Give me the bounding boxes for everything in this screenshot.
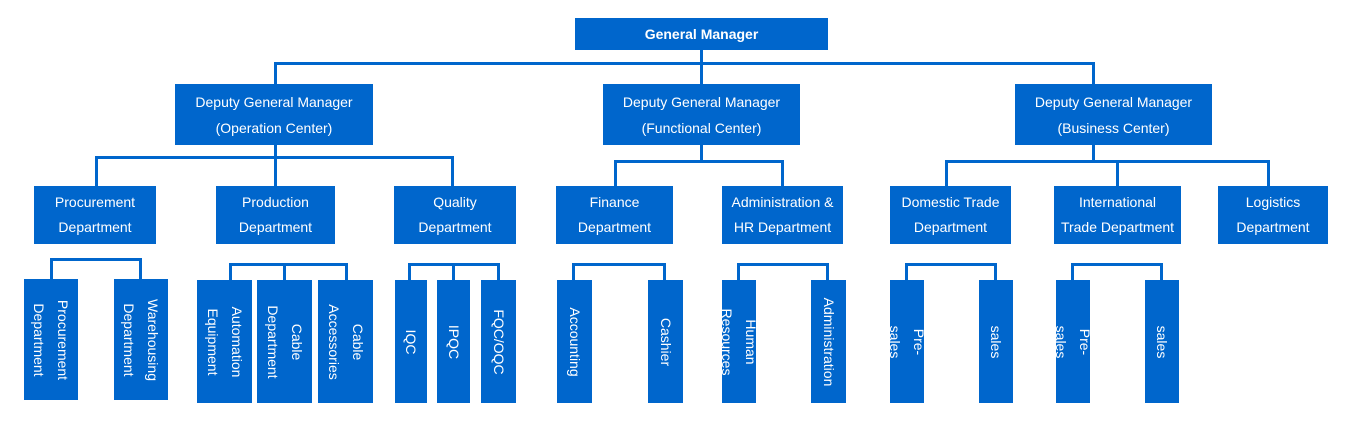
connector (700, 144, 703, 162)
administration-box: Administration (811, 280, 846, 403)
connector (274, 62, 277, 85)
international-trade-department-label: International Trade Department (1060, 194, 1175, 235)
domestic-after-sales-box: After-sales Service (964, 280, 1028, 403)
connector (700, 50, 703, 64)
procurement-department-box: Procurement Department (34, 186, 156, 244)
deputy-functional-label: Deputy General Manager (Functional Cente… (622, 93, 781, 136)
logistics-department-label: Logistics Department (1236, 194, 1310, 235)
production-department-box: Production Department (216, 186, 335, 244)
human-resources-label: Human Resources (719, 308, 759, 375)
fqc-oqc-box: FQC/OQC (481, 280, 516, 403)
deputy-operation-label: Deputy General Manager (Operation Center… (195, 93, 353, 136)
iqc-box: IQC (395, 280, 427, 403)
cashier-box: Cashier (648, 280, 683, 403)
domestic-trade-department-box: Domestic Trade Department (890, 186, 1011, 244)
fqc-oqc-label: FQC/OQC (490, 308, 507, 375)
domestic-pre-sales-box: Pre-sales (887, 280, 927, 403)
connector (614, 160, 617, 187)
connector (1071, 263, 1163, 266)
warehousing-unit-box: Warehousing Department (114, 279, 168, 400)
quality-department-label: Quality Department (418, 194, 492, 235)
connector (1092, 62, 1095, 85)
connector (945, 160, 1270, 163)
procurement-unit-box: Procurement Department (24, 279, 78, 400)
procurement-unit-label: Procurement Department (31, 299, 71, 380)
quality-department-box: Quality Department (394, 186, 516, 244)
connector (614, 160, 784, 163)
connector (497, 263, 500, 281)
admin-hr-department-box: Administration & HR Department (722, 186, 843, 244)
connector (945, 160, 948, 187)
connector (283, 263, 286, 281)
connector (1267, 160, 1270, 187)
connector (95, 156, 98, 187)
connector (572, 263, 666, 266)
connector (1071, 263, 1074, 281)
connector (50, 258, 142, 261)
connector (1160, 263, 1163, 281)
connector (737, 263, 829, 266)
general-manager-label: General Manager (644, 25, 759, 42)
admin-hr-department-label: Administration & HR Department (731, 194, 834, 235)
cable-accessories-box: Cable Accessories (318, 280, 373, 403)
connector (1116, 160, 1119, 187)
connector (274, 62, 1095, 65)
finance-department-box: Finance Department (556, 186, 673, 244)
procurement-department-label: Procurement Department (54, 194, 136, 235)
connector (50, 258, 53, 280)
international-pre-sales-label: Pre-sales (1053, 325, 1093, 358)
general-manager-box: General Manager (575, 18, 828, 50)
logistics-department-box: Logistics Department (1218, 186, 1328, 244)
deputy-operation-box: Deputy General Manager (Operation Center… (175, 84, 373, 145)
connector (905, 263, 908, 281)
ipqc-box: IPQC (437, 280, 470, 403)
ipqc-label: IPQC (445, 324, 462, 359)
domestic-after-sales-label: After-sales Service (964, 318, 1028, 365)
connector (700, 62, 703, 85)
cable-accessories-label: Cable Accessories (325, 303, 366, 380)
connector (229, 263, 232, 281)
accounting-label: Accounting (566, 306, 583, 377)
international-after-sales-label: After-sales Service (1130, 318, 1194, 365)
connector (345, 263, 348, 281)
international-after-sales-box: After-sales Service (1130, 280, 1194, 403)
deputy-business-box: Deputy General Manager (Business Center) (1015, 84, 1212, 145)
connector (737, 263, 740, 281)
cable-department-label: Cable Department (264, 304, 305, 379)
connector (663, 263, 666, 281)
cable-department-box: Cable Department (257, 280, 312, 403)
connector (274, 156, 277, 187)
domestic-pre-sales-label: Pre-sales (887, 325, 927, 358)
deputy-business-label: Deputy General Manager (Business Center) (1034, 93, 1193, 136)
international-trade-department-box: International Trade Department (1054, 186, 1181, 244)
production-department-label: Production Department (238, 194, 313, 235)
automation-equipment-box: Automation Equipment (197, 280, 252, 403)
connector (905, 263, 997, 266)
deputy-functional-box: Deputy General Manager (Functional Cente… (603, 84, 800, 145)
connector (1092, 144, 1095, 162)
accounting-box: Accounting (557, 280, 592, 403)
domestic-trade-department-label: Domestic Trade Department (901, 194, 1000, 235)
iqc-label: IQC (403, 329, 419, 354)
connector (826, 263, 829, 281)
connector (451, 156, 454, 187)
administration-label: Administration (820, 297, 837, 386)
connector (452, 263, 455, 281)
international-pre-sales-box: Pre-sales (1053, 280, 1093, 403)
finance-department-label: Finance Department (577, 194, 652, 235)
connector (572, 263, 575, 281)
human-resources-box: Human Resources (719, 280, 759, 403)
connector (274, 144, 277, 158)
automation-equipment-label: Automation Equipment (204, 306, 245, 377)
connector (994, 263, 997, 281)
connector (139, 258, 142, 280)
cashier-label: Cashier (657, 317, 674, 366)
connector (408, 263, 411, 281)
connector (229, 263, 348, 266)
connector (781, 160, 784, 187)
warehousing-unit-label: Warehousing Department (121, 298, 161, 381)
